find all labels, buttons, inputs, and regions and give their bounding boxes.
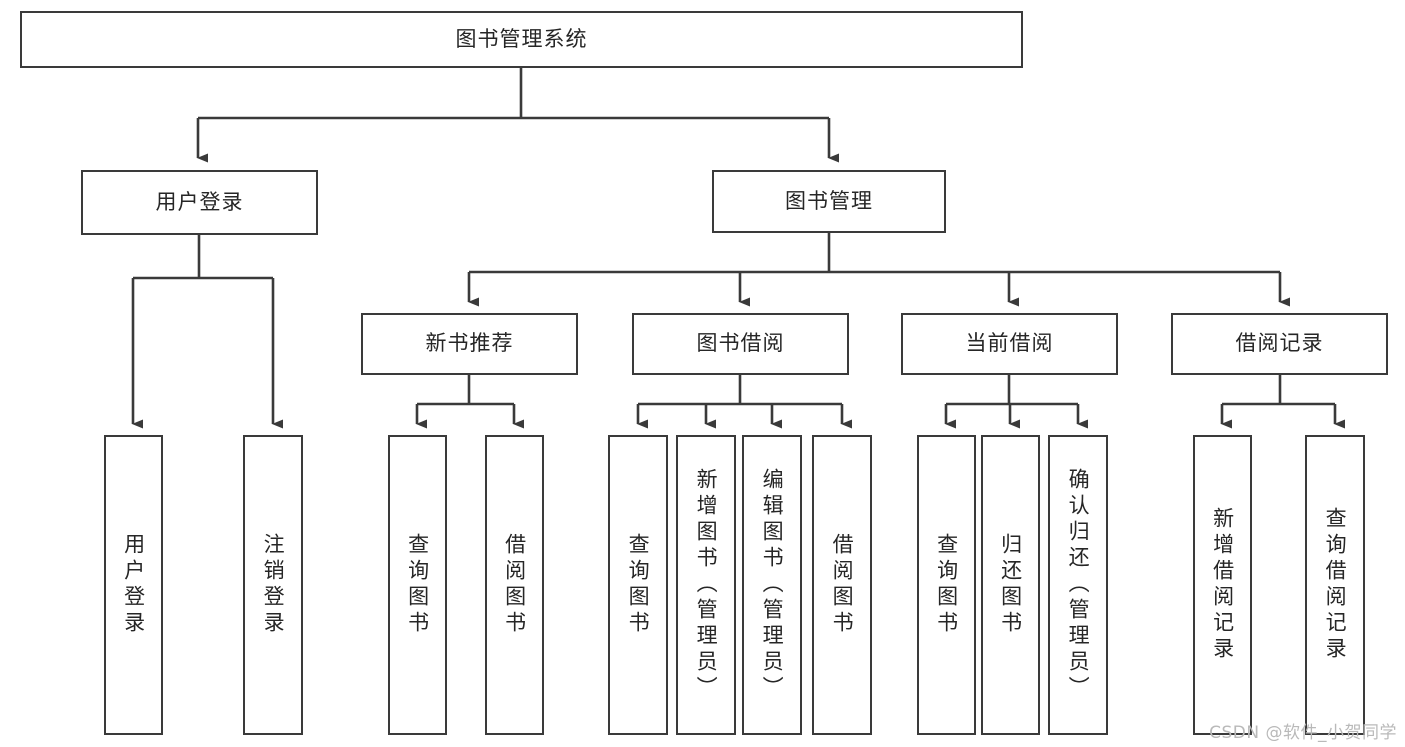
- leaf-new-book-borrow-label: 借阅图书: [502, 533, 527, 637]
- watermark-text: CSDN @软件_小贺同学: [1209, 723, 1397, 743]
- node-current-borrow[interactable]: 当前借阅: [901, 313, 1118, 375]
- leaf-book-borrow-borrow[interactable]: 借阅图书: [812, 435, 872, 735]
- leaf-current-borrow-return-label: 归还图书: [998, 533, 1023, 637]
- leaf-borrow-record-query-label: 查询借阅记录: [1323, 507, 1348, 663]
- node-user-login[interactable]: 用户登录: [81, 170, 318, 235]
- leaf-book-borrow-query-label: 查询图书: [626, 533, 651, 637]
- node-book-manage-label: 图书管理: [785, 188, 873, 213]
- leaf-borrow-record-add[interactable]: 新增借阅记录: [1193, 435, 1252, 735]
- leaf-user-login-signin[interactable]: 用户登录: [104, 435, 163, 735]
- leaf-book-borrow-edit[interactable]: 编辑图书（管理员）: [742, 435, 802, 735]
- leaf-current-borrow-query-label: 查询图书: [934, 533, 959, 637]
- leaf-book-borrow-add[interactable]: 新增图书（管理员）: [676, 435, 736, 735]
- leaf-user-login-signout[interactable]: 注销登录: [243, 435, 303, 735]
- leaf-new-book-query-label: 查询图书: [405, 533, 430, 637]
- leaf-user-login-signin-label: 用户登录: [121, 533, 146, 637]
- node-book-manage[interactable]: 图书管理: [712, 170, 946, 233]
- leaf-book-borrow-edit-label: 编辑图书（管理员）: [760, 468, 785, 702]
- leaf-book-borrow-add-label: 新增图书（管理员）: [694, 468, 719, 702]
- leaf-new-book-query[interactable]: 查询图书: [388, 435, 447, 735]
- leaf-current-borrow-confirm-label: 确认归还（管理员）: [1066, 468, 1091, 702]
- node-root-system-label: 图书管理系统: [455, 26, 588, 51]
- leaf-book-borrow-query[interactable]: 查询图书: [608, 435, 668, 735]
- leaf-book-borrow-borrow-label: 借阅图书: [830, 533, 855, 637]
- leaf-borrow-record-add-label: 新增借阅记录: [1210, 507, 1235, 663]
- leaf-new-book-borrow[interactable]: 借阅图书: [485, 435, 544, 735]
- node-book-borrow-label: 图书借阅: [696, 331, 785, 356]
- leaf-borrow-record-query[interactable]: 查询借阅记录: [1305, 435, 1365, 735]
- node-root-system[interactable]: 图书管理系统: [20, 11, 1023, 68]
- node-current-borrow-label: 当前借阅: [965, 331, 1054, 356]
- node-borrow-record[interactable]: 借阅记录: [1171, 313, 1388, 375]
- node-borrow-record-label: 借阅记录: [1235, 331, 1324, 356]
- node-user-login-label: 用户登录: [155, 189, 244, 214]
- node-new-book-recommend[interactable]: 新书推荐: [361, 313, 578, 375]
- leaf-current-borrow-confirm[interactable]: 确认归还（管理员）: [1048, 435, 1108, 735]
- leaf-current-borrow-return[interactable]: 归还图书: [981, 435, 1040, 735]
- leaf-user-login-signout-label: 注销登录: [261, 533, 286, 637]
- leaf-current-borrow-query[interactable]: 查询图书: [917, 435, 976, 735]
- node-book-borrow[interactable]: 图书借阅: [632, 313, 849, 375]
- node-new-book-recommend-label: 新书推荐: [425, 331, 514, 356]
